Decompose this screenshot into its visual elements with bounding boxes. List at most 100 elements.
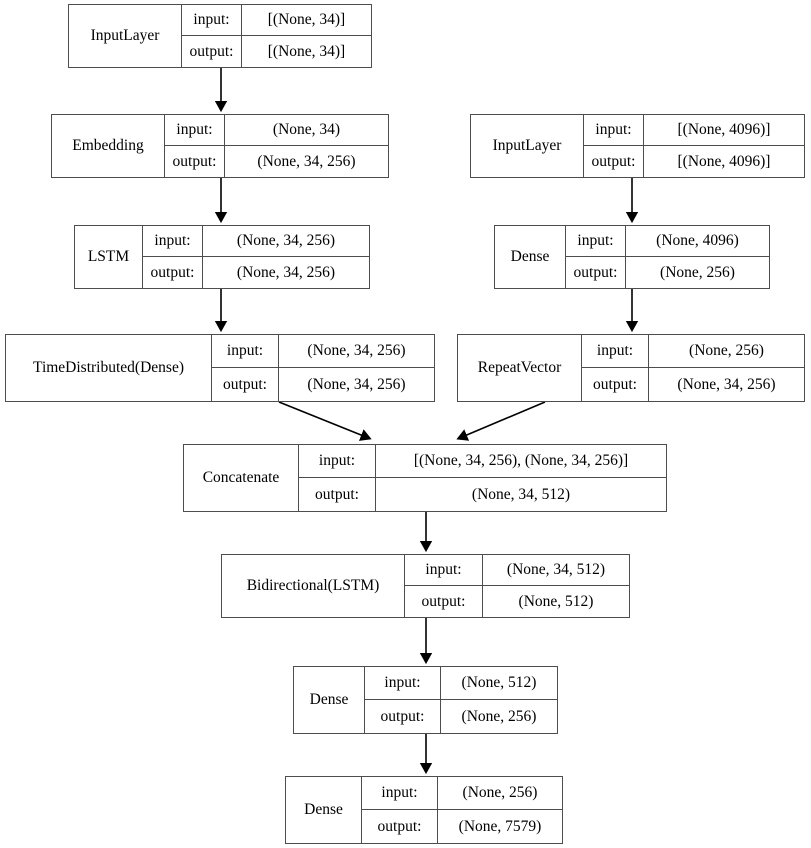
io-row-output: output: (None, 34, 512) — [299, 478, 666, 511]
io-key-input: input: — [165, 115, 225, 145]
io-value-output: (None, 34, 256) — [677, 375, 776, 393]
node-input-layer-image[interactable]: InputLayer input: [(None, 4096)] output:… — [470, 114, 805, 178]
node-repeat-vector[interactable]: RepeatVector input: (None, 256) output: … — [457, 334, 805, 402]
io-value-output: [(None, 34)] — [267, 42, 346, 60]
io-key-output: output: — [182, 36, 242, 67]
io-key-input: input: — [143, 226, 203, 256]
io-key-input: input: — [299, 445, 376, 477]
io-key-output: output: — [584, 146, 644, 177]
io-row-output: output: (None, 256) — [365, 700, 557, 733]
io-key-input: input: — [566, 226, 626, 256]
node-io-table: input: (None, 34, 256) output: (None, 34… — [212, 335, 434, 401]
node-label: Concatenate — [184, 445, 299, 511]
io-value-input: [(None, 34, 256), (None, 34, 256)] — [413, 452, 629, 470]
node-io-table: input: [(None, 4096)] output: [(None, 40… — [584, 115, 804, 177]
io-key-input: input: — [362, 777, 438, 809]
node-label: Bidirectional(LSTM) — [222, 555, 405, 617]
io-value-output: [(None, 4096)] — [677, 152, 771, 170]
io-row-output: output: (None, 34, 256) — [582, 368, 804, 401]
io-value-input: [(None, 4096)] — [677, 121, 771, 139]
io-value-output: (None, 512) — [518, 592, 594, 610]
edge-timedistributed-to-concatenate — [278, 401, 372, 441]
io-row-input: input: [(None, 4096)] — [584, 115, 804, 146]
io-key-input: input: — [582, 335, 649, 367]
io-row-input: input: [(None, 34, 256), (None, 34, 256)… — [299, 445, 666, 478]
io-row-input: input: (None, 512) — [365, 667, 557, 700]
io-value-output: (None, 256) — [660, 263, 735, 281]
io-value-output: (None, 34, 256) — [307, 375, 406, 393]
io-row-output: output: (None, 34, 256) — [165, 146, 388, 177]
io-value-input: [(None, 34)] — [267, 11, 346, 29]
io-key-input: input: — [405, 555, 483, 585]
io-value-input: (None, 34, 256) — [236, 232, 336, 250]
node-concatenate[interactable]: Concatenate input: [(None, 34, 256), (No… — [183, 444, 667, 512]
node-io-table: input: (None, 34, 512) output: (None, 51… — [405, 555, 629, 617]
node-time-distributed-dense[interactable]: TimeDistributed(Dense) input: (None, 34,… — [5, 334, 435, 402]
io-row-output: output: (None, 34, 256) — [143, 257, 369, 288]
node-io-table: input: (None, 4096) output: (None, 256) — [566, 226, 769, 288]
node-io-table: input: (None, 256) output: (None, 34, 25… — [582, 335, 804, 401]
node-label: InputLayer — [69, 5, 182, 67]
io-key-output: output: — [362, 810, 438, 843]
io-key-output: output: — [165, 146, 225, 177]
node-label: RepeatVector — [458, 335, 582, 401]
edge-repeatvector-to-concatenate — [456, 401, 546, 441]
node-dense-output[interactable]: Dense input: (None, 256) output: (None, … — [285, 776, 563, 844]
io-row-input: input: (None, 4096) — [566, 226, 769, 257]
io-row-output: output: (None, 512) — [405, 586, 629, 617]
io-key-input: input: — [365, 667, 441, 699]
io-key-output: output: — [405, 586, 483, 617]
node-bidirectional-lstm[interactable]: Bidirectional(LSTM) input: (None, 34, 51… — [221, 554, 630, 618]
io-key-output: output: — [365, 700, 441, 733]
io-value-output: (None, 256) — [461, 707, 537, 725]
io-key-output: output: — [212, 368, 279, 401]
io-key-output: output: — [299, 478, 376, 511]
io-value-input: (None, 34, 256) — [307, 342, 406, 360]
io-row-input: input: (None, 256) — [362, 777, 562, 810]
io-value-input: (None, 4096) — [656, 232, 739, 250]
io-value-input: (None, 34) — [272, 121, 341, 139]
node-io-table: input: [(None, 34)] output: [(None, 34)] — [182, 5, 371, 67]
io-key-input: input: — [182, 5, 242, 35]
io-value-input: (None, 256) — [689, 342, 764, 360]
io-value-output: (None, 34, 256) — [257, 152, 356, 170]
io-row-output: output: (None, 7579) — [362, 810, 562, 843]
node-label: Dense — [495, 226, 566, 288]
io-row-input: input: (None, 256) — [582, 335, 804, 368]
node-io-table: input: (None, 512) output: (None, 256) — [365, 667, 557, 733]
io-row-input: input: (None, 34, 256) — [212, 335, 434, 368]
io-row-input: input: [(None, 34)] — [182, 5, 371, 36]
node-label: LSTM — [75, 226, 143, 288]
io-row-input: input: (None, 34, 256) — [143, 226, 369, 257]
node-label: InputLayer — [471, 115, 584, 177]
io-value-output: (None, 7579) — [458, 817, 542, 835]
node-io-table: input: [(None, 34, 256), (None, 34, 256)… — [299, 445, 666, 511]
io-value-input: (None, 512) — [461, 674, 537, 692]
io-row-input: input: (None, 34, 512) — [405, 555, 629, 586]
node-io-table: input: (None, 34, 256) output: (None, 34… — [143, 226, 369, 288]
io-row-output: output: (None, 34, 256) — [212, 368, 434, 401]
io-row-output: output: [(None, 34)] — [182, 36, 371, 67]
node-dense-image-branch[interactable]: Dense input: (None, 4096) output: (None,… — [494, 225, 770, 289]
io-row-input: input: (None, 34) — [165, 115, 388, 146]
io-row-output: output: (None, 256) — [566, 257, 769, 288]
io-value-output: (None, 34, 512) — [471, 485, 571, 503]
node-lstm[interactable]: LSTM input: (None, 34, 256) output: (Non… — [74, 225, 370, 289]
node-embedding[interactable]: Embedding input: (None, 34) output: (Non… — [51, 114, 389, 178]
node-io-table: input: (None, 34) output: (None, 34, 256… — [165, 115, 388, 177]
node-label: TimeDistributed(Dense) — [6, 335, 212, 401]
node-label: Dense — [286, 777, 362, 843]
io-value-output: (None, 34, 256) — [236, 263, 336, 281]
node-dense-hidden[interactable]: Dense input: (None, 512) output: (None, … — [293, 666, 558, 734]
io-value-input: (None, 34, 512) — [506, 561, 606, 579]
io-key-output: output: — [143, 257, 203, 288]
node-label: Embedding — [52, 115, 165, 177]
node-label: Dense — [294, 667, 365, 733]
node-input-layer-text[interactable]: InputLayer input: [(None, 34)] output: [… — [68, 4, 372, 68]
io-row-output: output: [(None, 4096)] — [584, 146, 804, 177]
io-key-output: output: — [582, 368, 649, 401]
node-io-table: input: (None, 256) output: (None, 7579) — [362, 777, 562, 843]
io-key-output: output: — [566, 257, 626, 288]
io-key-input: input: — [584, 115, 644, 145]
